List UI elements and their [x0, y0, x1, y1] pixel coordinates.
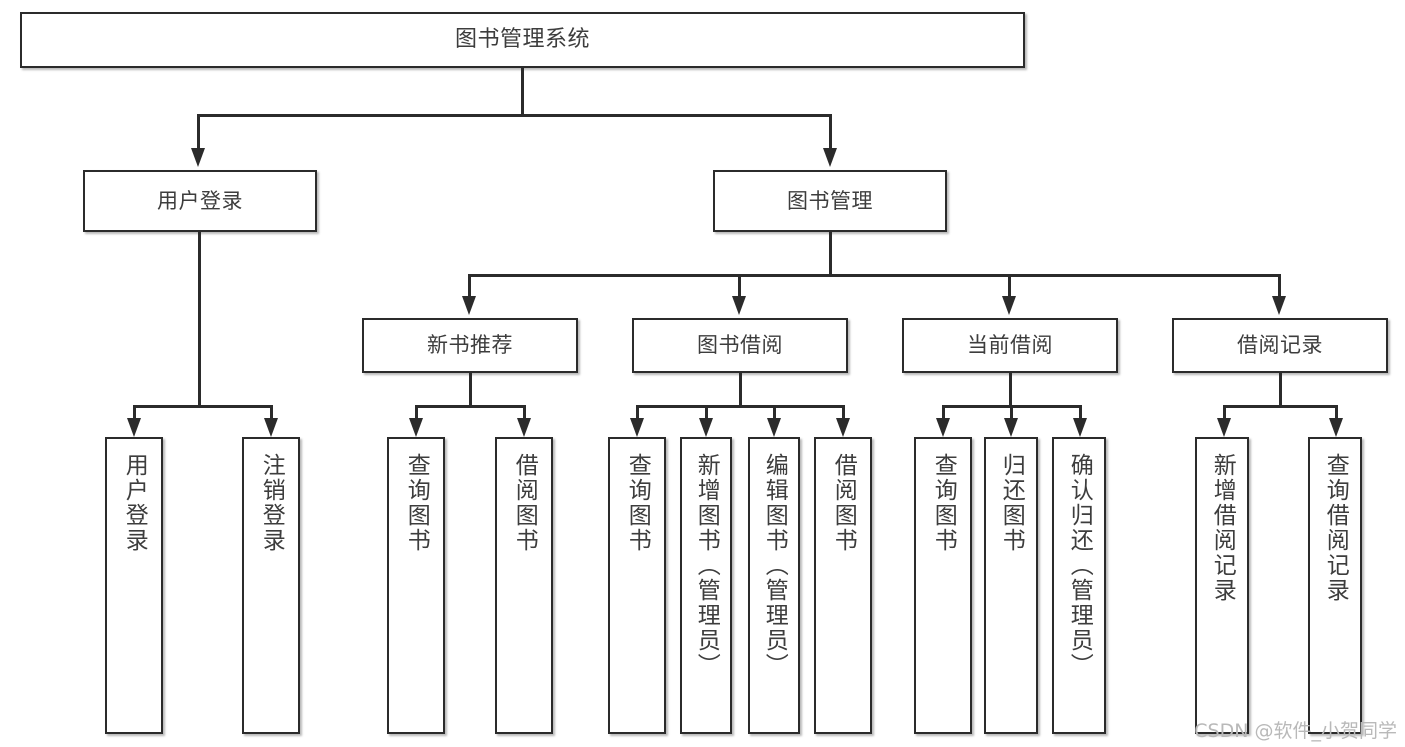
node-label: 新增图书（管理员） [693, 453, 720, 678]
connector-drop-leaf-nbr-2 [523, 405, 526, 423]
connector-drop-leaf-cb-1 [942, 405, 945, 423]
connector-drop-leaf-bb-1 [636, 405, 639, 423]
arrowhead-leaf-nbr-2 [517, 418, 531, 437]
node-label: 图书管理 [787, 188, 873, 213]
node-label: 用户登录 [121, 453, 148, 553]
connector-borrow-record-bar [1223, 405, 1337, 408]
node-label: 归还图书 [998, 453, 1025, 553]
node-label: 查询借阅记录 [1322, 453, 1349, 603]
node-root-book-management-system[interactable]: 图书管理系统 [20, 12, 1025, 68]
node-current-borrow[interactable]: 当前借阅 [902, 318, 1118, 373]
connector-book-management-stem [829, 232, 832, 276]
node-label: 查询图书 [403, 453, 430, 553]
arrowhead-leaf-bb-2 [699, 418, 713, 437]
connector-book-borrow-bar [636, 405, 845, 408]
connector-drop-leaf-nbr-1 [415, 405, 418, 423]
node-label: 编辑图书（管理员） [761, 453, 788, 678]
node-label: 查询图书 [930, 453, 957, 553]
arrowhead-book-management [823, 148, 837, 167]
arrowhead-leaf-br-1 [1217, 418, 1231, 437]
arrowhead-current-borrow [1002, 296, 1016, 315]
node-leaf-logout[interactable]: 注销登录 [242, 437, 300, 734]
node-book-management[interactable]: 图书管理 [713, 170, 947, 232]
connector-user-login-bar [133, 405, 272, 408]
connector-drop-leaf-user-login-2 [270, 405, 273, 423]
node-leaf-query-book-cb[interactable]: 查询图书 [914, 437, 972, 734]
arrowhead-leaf-cb-3 [1073, 418, 1087, 437]
node-user-login[interactable]: 用户登录 [83, 170, 317, 232]
connector-drop-leaf-bb-4 [842, 405, 845, 423]
node-label: 确认归还（管理员） [1066, 453, 1093, 678]
node-leaf-borrow-book-nbr[interactable]: 借阅图书 [495, 437, 553, 734]
connector-drop-leaf-cb-3 [1079, 405, 1082, 423]
node-leaf-edit-book-admin[interactable]: 编辑图书（管理员） [748, 437, 800, 734]
node-leaf-user-login[interactable]: 用户登录 [105, 437, 163, 734]
arrowhead-leaf-user-login-1 [127, 418, 141, 437]
arrowhead-leaf-bb-3 [767, 418, 781, 437]
connector-current-borrow-stem [1009, 373, 1012, 407]
arrowhead-leaf-nbr-1 [409, 418, 423, 437]
connector-level3-bar [468, 274, 1281, 277]
arrowhead-borrow-record [1272, 296, 1286, 315]
csdn-watermark: CSDN @软件_小贺同学 [1194, 720, 1397, 742]
node-new-book-recommend[interactable]: 新书推荐 [362, 318, 578, 373]
node-leaf-borrow-book-bb[interactable]: 借阅图书 [814, 437, 872, 734]
connector-drop-book-management [829, 114, 832, 150]
node-borrow-record[interactable]: 借阅记录 [1172, 318, 1388, 373]
node-label: 借阅图书 [830, 453, 857, 553]
node-leaf-query-book-bb[interactable]: 查询图书 [608, 437, 666, 734]
node-leaf-query-book-nbr[interactable]: 查询图书 [387, 437, 445, 734]
arrowhead-leaf-cb-2 [1004, 418, 1018, 437]
node-label: 新书推荐 [427, 333, 513, 357]
connector-book-borrow-stem [739, 373, 742, 407]
node-leaf-add-borrow-record[interactable]: 新增借阅记录 [1195, 437, 1249, 734]
node-label: 图书借阅 [697, 333, 783, 357]
connector-drop-leaf-br-2 [1335, 405, 1338, 423]
node-leaf-query-borrow-record[interactable]: 查询借阅记录 [1308, 437, 1362, 734]
arrowhead-user-login [191, 148, 205, 167]
arrowhead-book-borrow [732, 296, 746, 315]
arrowhead-leaf-user-login-2 [264, 418, 278, 437]
arrowhead-leaf-br-2 [1329, 418, 1343, 437]
connector-drop-borrow-record [1278, 274, 1281, 300]
node-label: 新增借阅记录 [1209, 453, 1236, 603]
connector-new-book-recommend-bar [415, 405, 525, 408]
arrowhead-leaf-bb-1 [630, 418, 644, 437]
node-book-borrow[interactable]: 图书借阅 [632, 318, 848, 373]
connector-drop-leaf-cb-2 [1010, 405, 1013, 423]
node-label: 注销登录 [258, 453, 285, 553]
node-leaf-add-book-admin[interactable]: 新增图书（管理员） [680, 437, 732, 734]
connector-drop-leaf-br-1 [1223, 405, 1226, 423]
connector-user-login-stem [198, 232, 201, 407]
connector-drop-leaf-user-login-1 [133, 405, 136, 423]
node-label: 借阅图书 [511, 453, 538, 553]
node-label: 图书管理系统 [454, 27, 590, 52]
arrowhead-leaf-bb-4 [836, 418, 850, 437]
connector-new-book-recommend-stem [469, 373, 472, 407]
connector-drop-leaf-bb-3 [773, 405, 776, 423]
connector-drop-new-book-recommend [468, 274, 471, 300]
node-leaf-return-book[interactable]: 归还图书 [984, 437, 1038, 734]
connector-drop-current-borrow [1008, 274, 1011, 300]
connector-drop-leaf-bb-2 [705, 405, 708, 423]
connector-drop-book-borrow [738, 274, 741, 300]
connector-borrow-record-stem [1279, 373, 1282, 407]
connector-drop-user-login [197, 114, 200, 150]
node-leaf-confirm-return-admin[interactable]: 确认归还（管理员） [1052, 437, 1106, 734]
arrowhead-leaf-cb-1 [936, 418, 950, 437]
node-label: 用户登录 [157, 188, 243, 213]
node-label: 查询图书 [624, 453, 651, 553]
node-label: 当前借阅 [967, 333, 1053, 357]
arrowhead-new-book-recommend [462, 296, 476, 315]
node-label: 借阅记录 [1237, 333, 1323, 357]
connector-root-stem [521, 68, 524, 116]
connector-level2-bar [197, 114, 832, 117]
